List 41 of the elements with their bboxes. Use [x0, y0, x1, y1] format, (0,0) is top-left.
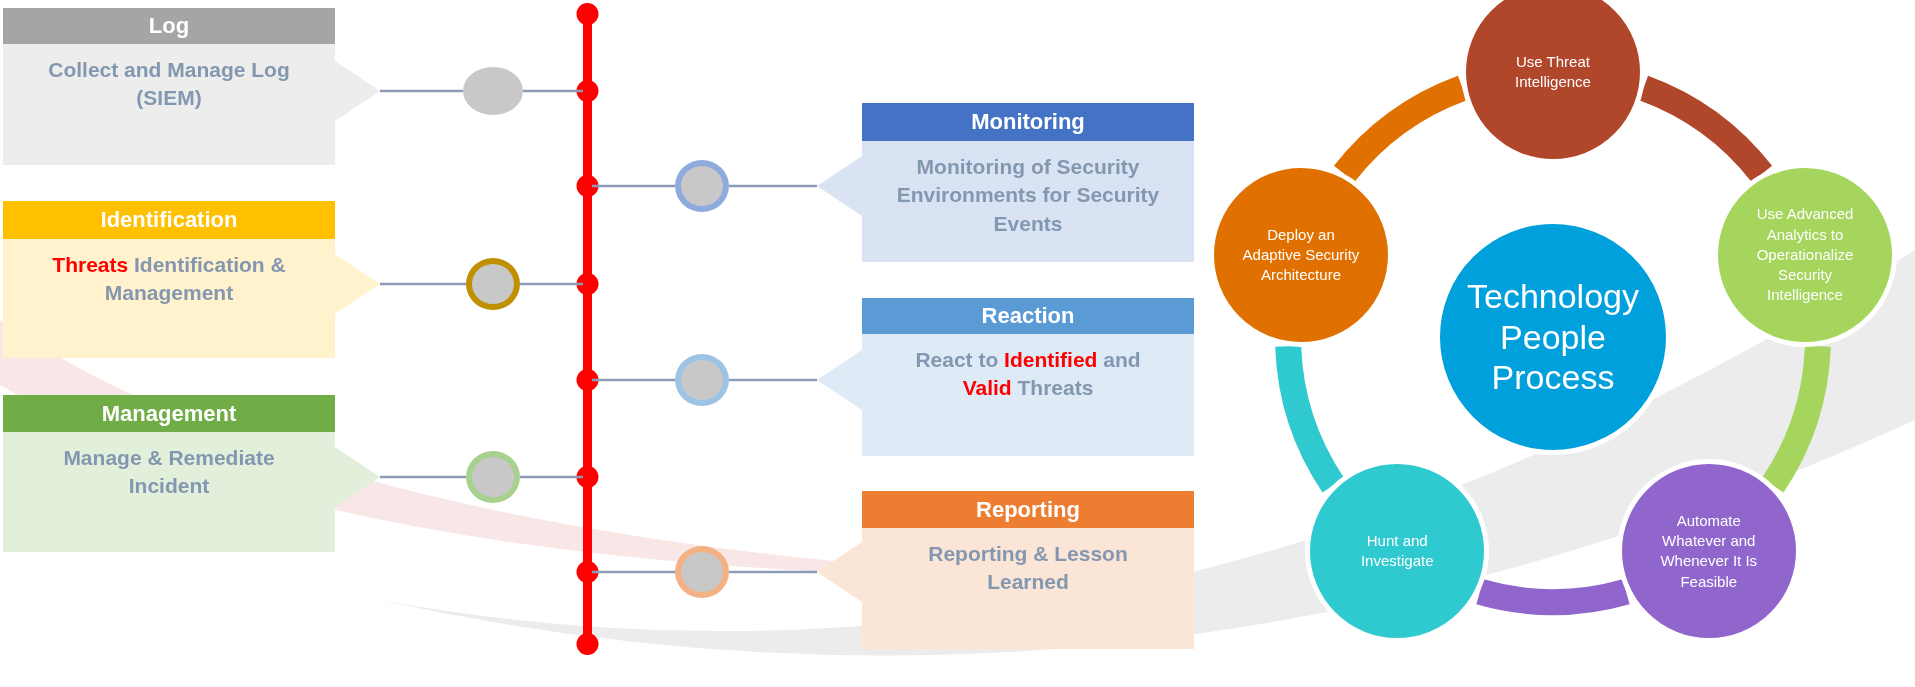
circle-text: Use Threat Intelligence [1514, 51, 1592, 92]
circle-text: Use Advanced Analytics to Operationalize Security Intelligence [1755, 204, 1855, 306]
connector-line [520, 475, 583, 479]
circle-text: Deploy an Adaptive Security Architecture [1241, 224, 1361, 286]
connector-line [729, 184, 817, 188]
connector-line [380, 475, 466, 479]
circle-text: Hunt and Investigate [1359, 531, 1435, 572]
oval-marker [463, 67, 523, 115]
description-text: Collect and Manage Log (SIEM) [47, 57, 291, 112]
section-header: Identification [3, 201, 335, 239]
circle-text: Technology People Process [1466, 275, 1640, 399]
description-text: Monitoring of Security Environments for Security Events [895, 154, 1161, 237]
connector-line [729, 570, 817, 574]
oval-marker [675, 160, 729, 212]
ring-arc [1334, 76, 1468, 183]
section-header: Monitoring [862, 103, 1194, 141]
connector-line [592, 184, 675, 188]
description-text: Reporting & Lesson Learned [927, 541, 1129, 596]
section-header: Management [3, 395, 335, 432]
ring-arc [1275, 345, 1345, 492]
connector-line [592, 378, 675, 382]
description-text: Manage & Remediate Incident [62, 445, 276, 500]
oval-marker [466, 451, 520, 503]
connector-line [523, 89, 583, 93]
connector-line [520, 282, 583, 286]
section-header: Reporting [862, 491, 1194, 528]
connector-line [592, 570, 675, 574]
circle-text: Automate Whatever and Whenever It Is Feasible [1659, 510, 1759, 592]
oval-marker [466, 258, 520, 310]
description-text: Threats Identification & Management [51, 252, 287, 307]
ring-arc [1638, 76, 1772, 183]
section-header: Log [3, 8, 335, 44]
connector-line [729, 378, 817, 382]
connector-line [380, 282, 466, 286]
connector-line [380, 89, 463, 93]
description-text: React to Identified and Valid Threats [914, 347, 1142, 402]
oval-marker [675, 546, 729, 598]
oval-marker [675, 354, 729, 406]
section-header: Reaction [862, 298, 1194, 334]
ring-arc [1761, 345, 1831, 492]
ring-arc [1477, 579, 1629, 615]
